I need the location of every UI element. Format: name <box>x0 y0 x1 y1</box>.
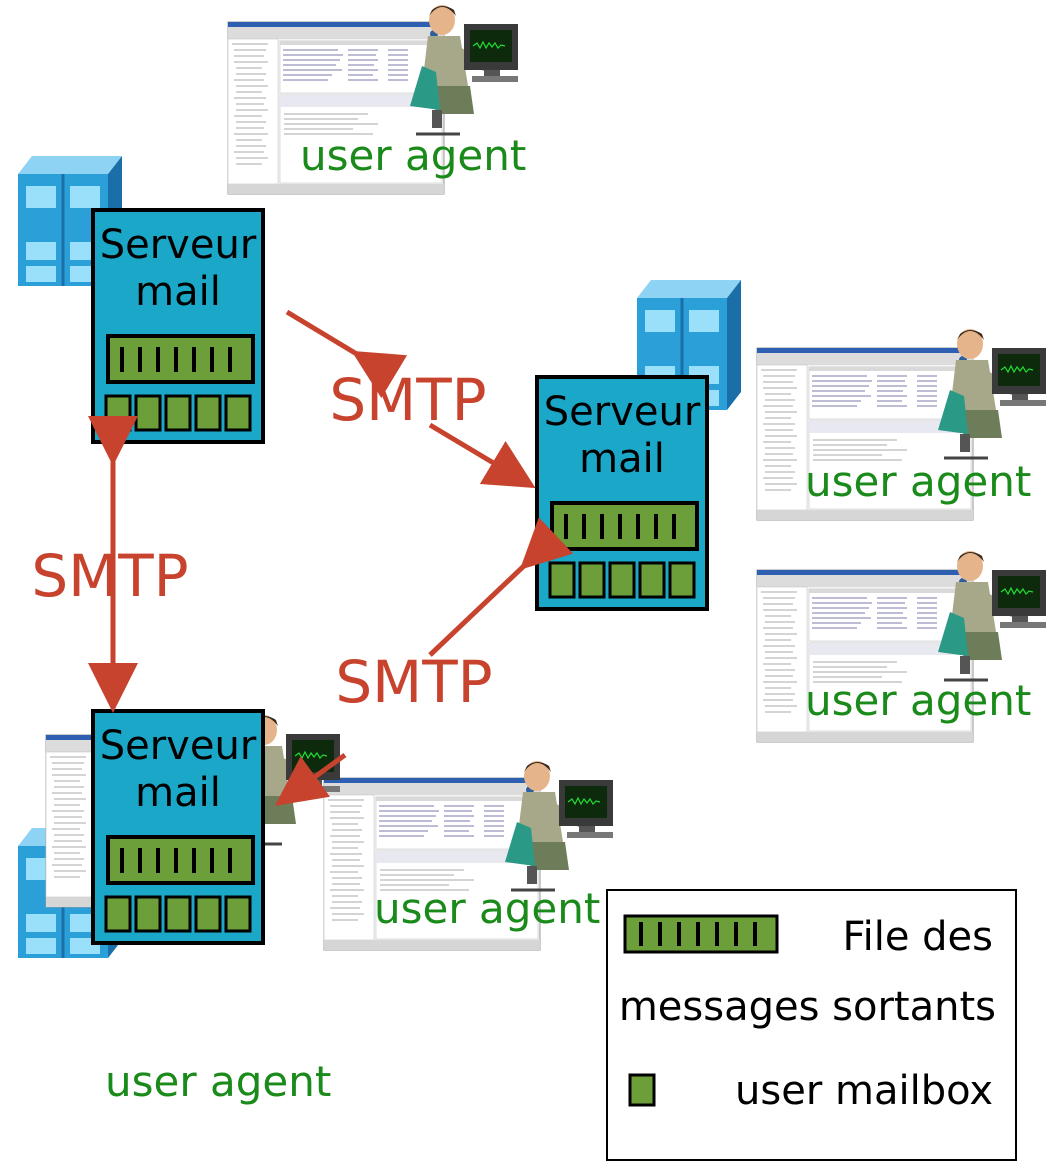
smtp-label: SMTP <box>335 648 492 716</box>
smtp-arrow-top <box>428 422 536 489</box>
smtp-label: SMTP <box>31 542 188 610</box>
legend-queue-line2: messages sortants <box>619 984 996 1030</box>
server-label-line1: Serveur <box>100 723 257 769</box>
legend-queue-line1: File des <box>843 914 994 960</box>
server-label-line2: mail <box>135 269 221 315</box>
user-agent-label: user agent <box>300 131 526 180</box>
smtp-label: SMTP <box>329 366 486 434</box>
user-agent-label: user agent <box>374 884 600 933</box>
mailbox-legend-icon <box>628 1073 656 1107</box>
server-label-line2: mail <box>579 436 665 482</box>
server-label-line2: mail <box>135 770 221 816</box>
smtp-arrow-bottom <box>428 517 574 657</box>
smtp-arrow-bottom <box>274 752 347 806</box>
user-agent-label: user agent <box>105 1057 331 1106</box>
server-label-line1: Serveur <box>100 222 257 268</box>
legend: File des messages sortants user mailbox <box>606 889 1017 1161</box>
user-agent-label: user agent <box>805 457 1031 506</box>
queue-legend-icon <box>623 914 779 954</box>
user-agent-label: user agent <box>805 676 1031 725</box>
server-label-line1: Serveur <box>544 389 701 435</box>
legend-mailbox-label: user mailbox <box>735 1068 993 1114</box>
smtp-arrow-top <box>285 309 408 399</box>
